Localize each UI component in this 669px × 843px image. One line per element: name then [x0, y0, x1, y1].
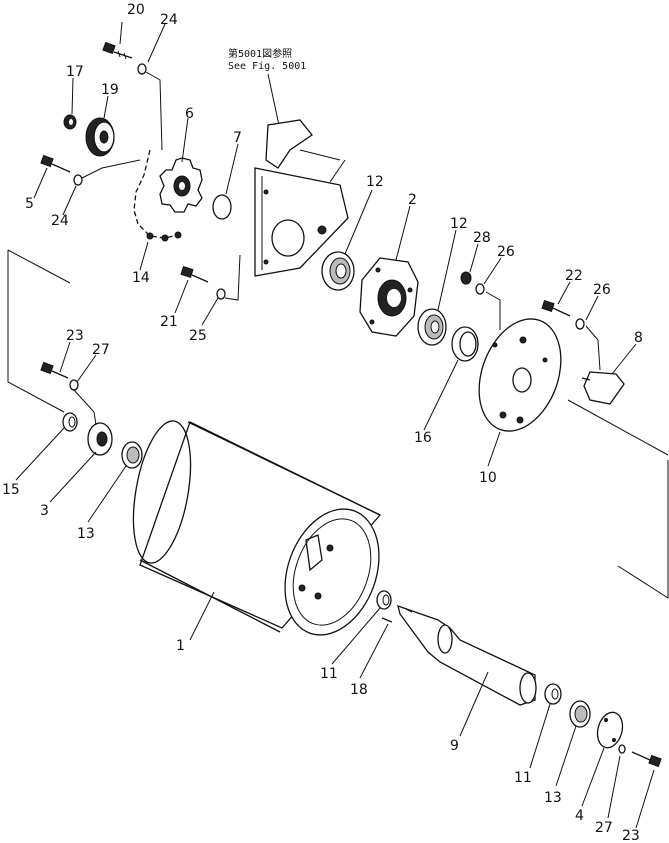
part-11-bushing-right: [544, 683, 562, 705]
part-6-sprocket: [159, 157, 203, 213]
part-1-drum: [132, 420, 382, 636]
part-16-seal: [451, 326, 479, 362]
frame-bracket: [254, 119, 349, 277]
callout-28: 28: [473, 230, 491, 246]
callout-24: 24: [160, 12, 178, 28]
callout-21: 21: [160, 314, 178, 330]
callout-9: 9: [450, 738, 459, 754]
callout-26: 26: [497, 244, 515, 260]
part-28-nut: [460, 271, 472, 285]
part-5-bolt: [40, 154, 71, 173]
part-13-bearing-right: [569, 700, 591, 728]
part-25-washer: [216, 288, 226, 300]
callout-10: 10: [479, 470, 497, 486]
part-10-cover-plate: [478, 318, 562, 432]
callout-3: 3: [40, 503, 49, 519]
part-21-bolt: [180, 266, 209, 283]
part-23-bolt-right: [631, 751, 662, 768]
callout-27: 27: [92, 342, 110, 358]
part-8-cap: [581, 371, 625, 405]
callout-15: 15: [2, 482, 20, 498]
callout-2: 2: [408, 192, 417, 208]
part-11-bushing-left: [376, 590, 392, 610]
part-14-chain: [133, 149, 183, 242]
part-12-bearing-right: [417, 308, 447, 346]
callout-12: 12: [366, 174, 384, 190]
callout-12: 12: [450, 216, 468, 232]
callout-23: 23: [622, 828, 640, 843]
part-17-nut: [63, 114, 77, 130]
part-19-idler-roller: [85, 117, 115, 157]
callout-5: 5: [25, 196, 34, 212]
callout-24: 24: [51, 213, 69, 229]
callout-6: 6: [185, 106, 194, 122]
part-9-shaft: [397, 604, 537, 706]
callout-1: 1: [176, 638, 185, 654]
part-26-washer-upper: [475, 283, 485, 295]
leader-lines: [15, 21, 655, 829]
part-7-snap-ring: [212, 194, 232, 220]
callout-8: 8: [634, 330, 643, 346]
callout-23: 23: [66, 328, 84, 344]
callout-labels: 20 24 17 19 6 7 5 24 14 12 2 12 28 26 22…: [2, 2, 643, 843]
callout-20: 20: [127, 2, 145, 18]
reference-note-english: See Fig. 5001: [228, 61, 306, 72]
part-2-bearing-housing: [359, 257, 419, 337]
reference-note-japanese: 第5001図参照: [228, 47, 292, 60]
callout-11: 11: [514, 770, 532, 786]
callout-14: 14: [132, 270, 150, 286]
part-12-bearing-left: [321, 251, 355, 291]
reference-leader: [267, 73, 281, 131]
part-18-key: [381, 617, 393, 623]
callout-4: 4: [575, 808, 584, 824]
callout-7: 7: [233, 130, 242, 146]
part-24-washer-upper: [137, 63, 147, 75]
part-3-cover: [87, 422, 113, 456]
callout-16: 16: [414, 430, 432, 446]
callout-26: 26: [593, 282, 611, 298]
part-15-spacer: [62, 412, 78, 432]
callout-18: 18: [350, 682, 368, 698]
callout-13: 13: [544, 790, 562, 806]
callout-19: 19: [101, 82, 119, 98]
part-23-bolt-left: [40, 361, 69, 379]
callout-17: 17: [66, 64, 84, 80]
part-24-washer-lower: [73, 174, 83, 186]
part-4-end-plate: [596, 711, 624, 749]
assembly-lines: [7, 71, 669, 599]
part-13-bearing-left: [121, 441, 143, 469]
part-26-washer-lower: [575, 318, 585, 330]
part-27-washer-right: [618, 744, 626, 754]
callout-13: 13: [77, 526, 95, 542]
callout-22: 22: [565, 268, 583, 284]
callout-11: 11: [320, 666, 338, 682]
callout-27: 27: [595, 820, 613, 836]
part-20-bolt: [102, 41, 133, 60]
callout-25: 25: [189, 328, 207, 344]
part-22-bolt: [541, 300, 571, 317]
